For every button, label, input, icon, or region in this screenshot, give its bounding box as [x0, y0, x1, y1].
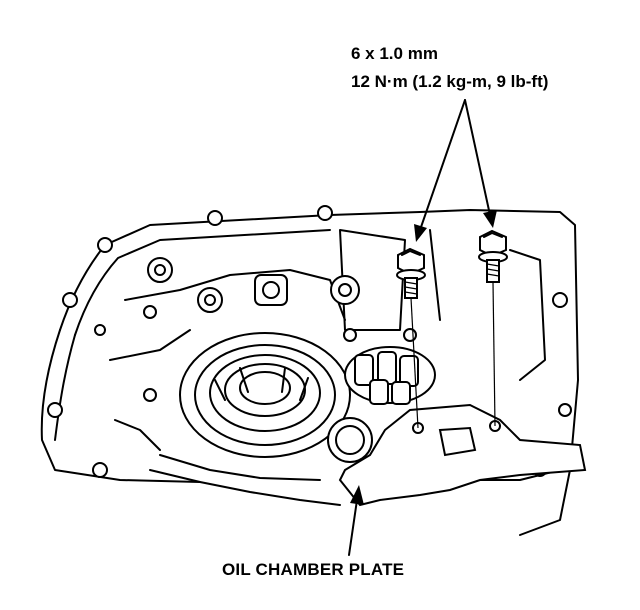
- hex-flange-bolt-left: [396, 247, 426, 429]
- gear-cluster: [344, 346, 436, 405]
- torque-spec-label: 12 N·m (1.2 kg-m, 9 lb-ft): [351, 72, 549, 91]
- spec-leader-arrows: [414, 99, 497, 242]
- oil-chamber-plate-label: OIL CHAMBER PLATE: [222, 560, 405, 579]
- bearing-assembly: [179, 332, 351, 458]
- flange-bolt-holes: [47, 205, 572, 478]
- plate-leader-arrow: [348, 485, 364, 556]
- bolt-size-label: 6 x 1.0 mm: [351, 44, 438, 63]
- oil-chamber-plate: [338, 403, 587, 507]
- hex-flange-bolt-right: [478, 229, 508, 427]
